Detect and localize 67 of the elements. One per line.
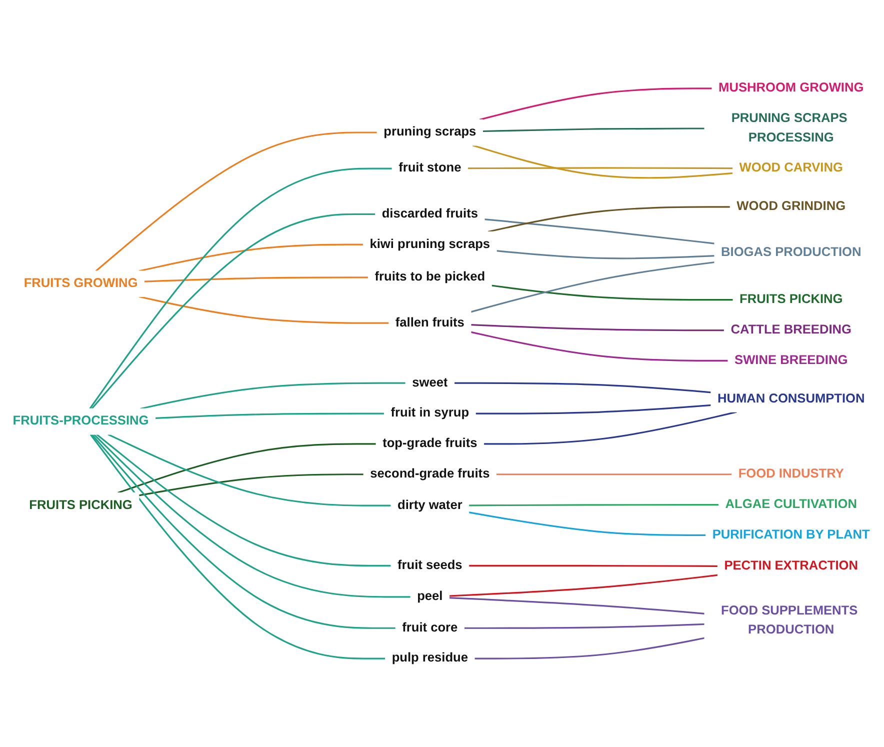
node-text: HUMAN CONSUMPTION [717,392,865,406]
node-text: top-grade fruits [382,436,478,450]
connector [468,167,733,170]
connector [91,213,376,410]
connector [468,504,719,506]
node-text: PECTIN EXTRACTION [724,559,858,573]
connector [488,206,730,233]
node-text: FOOD INDUSTRY [738,467,844,481]
node-text: discarded fruits [382,206,478,221]
connector [496,250,715,260]
connector [155,412,384,419]
connector [138,474,364,496]
node-text: dirty water [398,498,462,512]
connector [475,404,712,414]
connector [468,564,718,567]
connector [470,261,715,313]
connector [449,574,718,597]
node-text: fruits to be picked [374,270,486,284]
node-text: WOOD CARVING [739,161,843,175]
connector [470,331,728,362]
connector [108,434,392,506]
connector [491,284,734,301]
connector [484,411,737,445]
node-text: FOOD SUPPLEMENTS PRODUCTION [721,604,858,637]
node-text: fruit stone [398,161,462,175]
node-text: fruit core [402,620,458,635]
node-text: kiwi pruning scraps [370,237,490,251]
node-text: BIOGAS PRODUCTION [721,245,862,260]
node-text: WOOD GRINDING [736,200,846,214]
node-text: PRUNING SCRAPS PROCESSING [731,112,848,145]
node-text: fruit seeds [398,558,462,572]
node-text: pulp residue [392,651,468,665]
connector [464,623,705,629]
connector [93,434,411,598]
connector [96,434,392,566]
node-text: FRUITS PICKING [740,292,843,306]
connector [144,276,368,282]
node-text: ALGAE CULTIVATION [725,498,857,512]
connector [496,474,732,476]
connector [454,382,712,394]
connector [89,168,392,410]
connector [118,443,376,494]
connector [472,144,733,179]
connector [91,434,396,629]
connector [95,132,378,272]
connector [140,382,406,410]
node-text: peel [417,590,443,604]
connector [468,512,706,536]
node-text: second-grade fruits [370,467,490,481]
node-text: MUSHROOM GROWING [718,81,864,95]
connector [474,637,705,660]
connector [482,128,705,132]
connector [484,218,715,244]
node-text: fruit in syrup [390,406,470,420]
node-text: SWINE BREEDING [734,353,848,368]
connector [90,434,386,660]
node-text: pruning scraps [384,125,476,139]
node-text: FRUITS GROWING [24,276,138,290]
connector [479,88,712,120]
connector [470,324,724,332]
node-text: fallen fruits [395,316,464,330]
connector [138,296,389,324]
node-text: CATTLE BREEDING [730,323,852,337]
node-text: PURIFICATION BY PLANT [712,528,870,542]
connector [138,244,364,272]
node-text: sweet [412,376,448,390]
connector [449,597,705,614]
